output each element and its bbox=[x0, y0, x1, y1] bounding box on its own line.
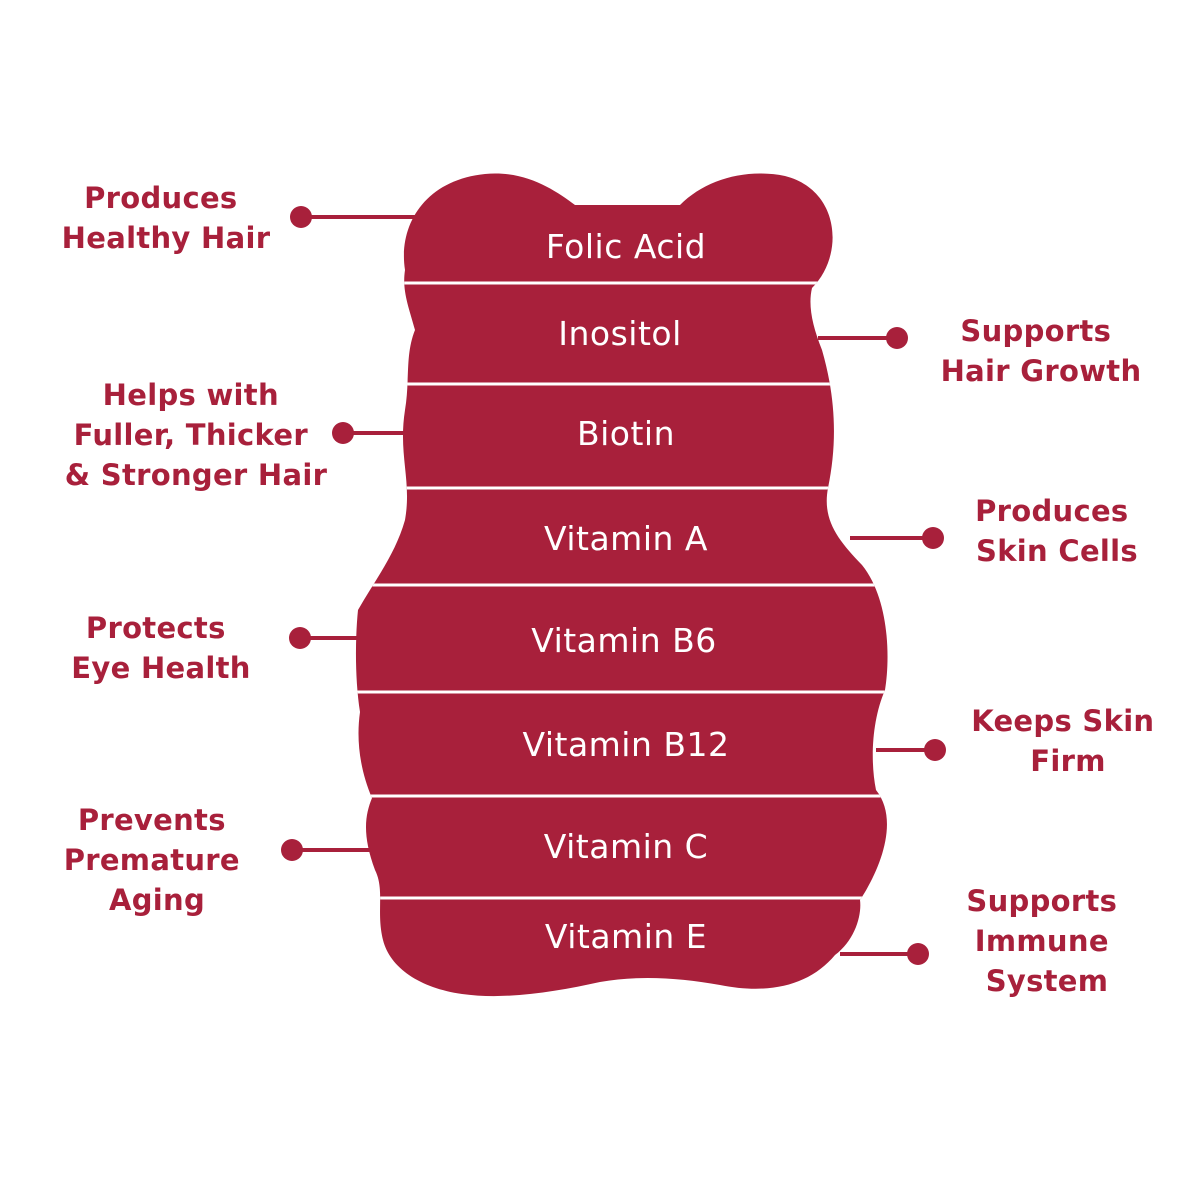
connector-vitamin-b6 bbox=[289, 627, 358, 649]
connector-vitamin-e bbox=[840, 943, 929, 965]
connector-biotin bbox=[332, 422, 410, 444]
benefit-vitamin-b12: Keeps Skin Firm bbox=[971, 704, 1165, 778]
connector-dot bbox=[907, 943, 929, 965]
connector-dot bbox=[290, 206, 312, 228]
connector-dot bbox=[922, 527, 944, 549]
connector-vitamin-c bbox=[281, 839, 372, 861]
ingredient-labels: Folic Acid Inositol Biotin Vitamin A Vit… bbox=[522, 227, 729, 956]
ingredient-folic-acid: Folic Acid bbox=[546, 227, 706, 266]
ingredient-vitamin-c: Vitamin C bbox=[544, 827, 708, 866]
benefit-vitamin-c: Prevents Premature Aging bbox=[64, 803, 251, 917]
benefit-connectors bbox=[281, 206, 946, 965]
connector-inositol bbox=[818, 327, 908, 349]
ingredient-vitamin-a: Vitamin A bbox=[544, 519, 708, 558]
connector-dot bbox=[289, 627, 311, 649]
connector-dot bbox=[281, 839, 303, 861]
section-dividers bbox=[355, 281, 888, 900]
ingredient-vitamin-b6: Vitamin B6 bbox=[531, 621, 717, 660]
benefit-biotin: Helps with Fuller, Thicker & Stronger Ha… bbox=[65, 378, 328, 492]
ingredient-inositol: Inositol bbox=[558, 314, 682, 353]
connector-dot bbox=[886, 327, 908, 349]
benefit-folic-acid: Produces Healthy Hair bbox=[62, 181, 271, 255]
benefit-vitamin-a: Produces Skin Cells bbox=[975, 494, 1139, 568]
benefit-labels: Produces Healthy Hair Supports Hair Grow… bbox=[62, 181, 1165, 998]
benefit-vitamin-e: Supports Immune System bbox=[966, 884, 1127, 998]
benefit-inositol: Supports Hair Growth bbox=[941, 314, 1142, 388]
connector-vitamin-a bbox=[850, 527, 944, 549]
benefit-vitamin-b6: Protects Eye Health bbox=[71, 611, 250, 685]
connector-dot bbox=[332, 422, 354, 444]
connector-dot bbox=[924, 739, 946, 761]
connector-folic-acid bbox=[290, 206, 430, 228]
connector-vitamin-b12 bbox=[876, 739, 946, 761]
ingredient-vitamin-e: Vitamin E bbox=[545, 917, 707, 956]
ingredient-biotin: Biotin bbox=[577, 414, 675, 453]
ingredient-vitamin-b12: Vitamin B12 bbox=[522, 725, 729, 764]
